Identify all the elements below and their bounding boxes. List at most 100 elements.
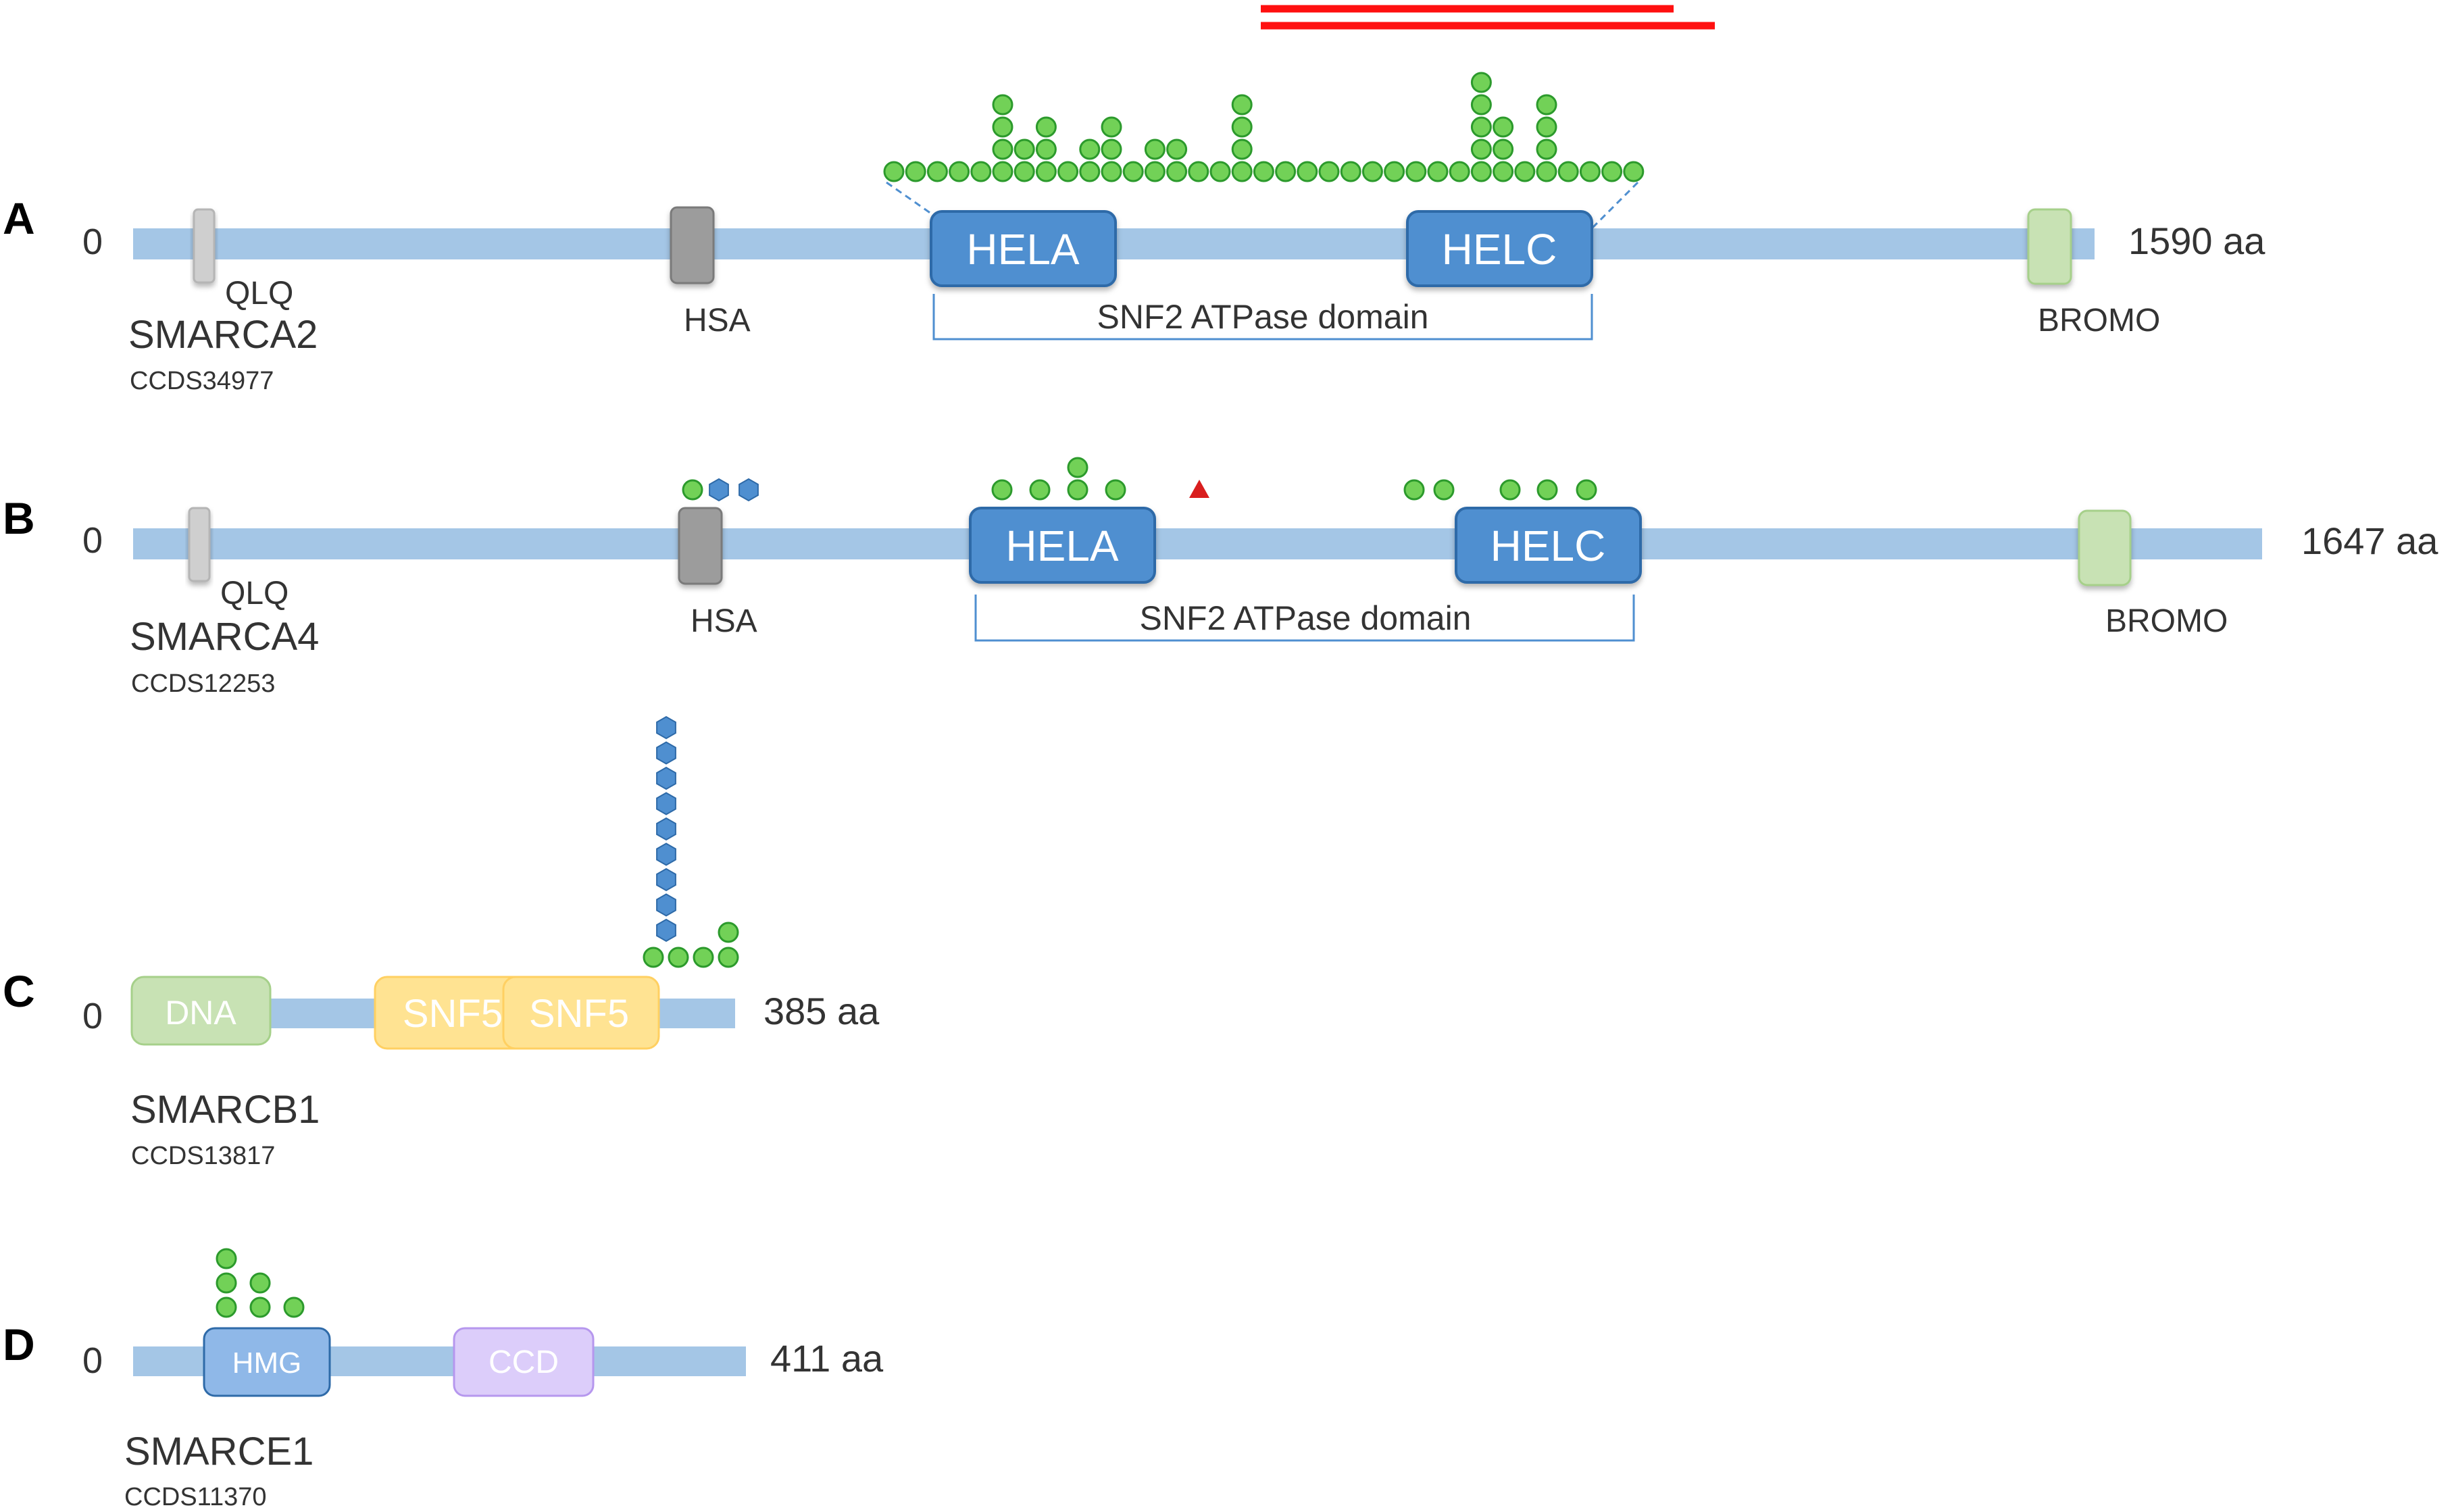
mutation-circle-icon: [1493, 116, 1514, 138]
gene-name: SMARCE1: [124, 1430, 314, 1473]
mutation-circle-icon: [693, 947, 714, 968]
length-label: 385 aa: [763, 990, 880, 1032]
bromo-label: BROMO: [2038, 303, 2160, 338]
mutation-circle-icon: [1601, 161, 1623, 182]
mutation-circle-icon: [1101, 161, 1122, 182]
mutation-circle-icon: [718, 947, 739, 968]
mutation-hexagon-icon: [709, 478, 729, 502]
mutation-hexagon-icon: [656, 817, 676, 841]
panel-letter: B: [3, 493, 35, 543]
mutation-circle-icon: [1253, 161, 1274, 182]
mutation-hexagon-icon: [738, 478, 759, 502]
mutation-circle-icon: [216, 1248, 237, 1269]
mutation-circle-icon: [1079, 138, 1101, 160]
mutation-circle-icon: [1579, 161, 1601, 182]
mutation-circle-icon: [1499, 479, 1521, 501]
hela-label: HELA: [1005, 522, 1119, 570]
bromo-label: BROMO: [2105, 603, 2228, 639]
ccds-id: CCDS11370: [124, 1483, 267, 1511]
mutation-circle-icon: [216, 1272, 237, 1294]
hsa-domain: [678, 507, 723, 585]
mutation-circle-icon: [1449, 161, 1470, 182]
bromo-domain: [2027, 208, 2072, 285]
mutation-circle-icon: [992, 138, 1013, 160]
mutation-circle-icon: [1405, 161, 1427, 182]
mutation-circle-icon: [216, 1296, 237, 1318]
hsa-label: HSA: [684, 303, 751, 338]
mutation-circle-icon: [1144, 138, 1166, 160]
mutation-circle-icon: [992, 116, 1013, 138]
qlq-label: QLQ: [220, 576, 289, 611]
mutation-circle-icon: [1166, 138, 1188, 160]
qlq-domain: [193, 208, 216, 284]
mutation-circle-icon: [1536, 479, 1558, 501]
mutation-circle-icon: [1470, 161, 1492, 182]
snf2-bracket-label: SNF2 ATPase domain: [1097, 298, 1429, 336]
mutation-circle-icon: [1536, 116, 1557, 138]
length-label: 1647 aa: [2301, 520, 2438, 562]
ccds-id: CCDS12253: [131, 670, 275, 698]
snf2-bracket: [974, 595, 1635, 642]
hsa-label: HSA: [691, 603, 757, 639]
gene-name: SMARCB1: [130, 1088, 320, 1132]
mutation-circle-icon: [1433, 479, 1455, 501]
mutation-circle-icon: [668, 947, 689, 968]
mutation-circle-icon: [718, 922, 739, 943]
mutation-circle-icon: [682, 479, 703, 501]
mutation-hexagon-icon: [656, 741, 676, 765]
mutation-circle-icon: [1403, 479, 1425, 501]
mutation-stacks-a: [883, 72, 1645, 182]
ccd-label: CCD: [489, 1344, 559, 1380]
snf2-bracket: [932, 294, 1593, 341]
mutation-circle-icon: [970, 161, 992, 182]
ccds-id: CCDS34977: [130, 367, 274, 395]
qlq-domain: [188, 507, 211, 582]
truncation-triangle-icon: [1189, 480, 1209, 498]
mutation-circle-icon: [1470, 72, 1492, 93]
ccd-domain: [453, 1327, 595, 1397]
mutation-circle-icon: [1188, 161, 1209, 182]
snf5-label-2: SNF5: [529, 992, 629, 1036]
hela-domain: [930, 210, 1117, 287]
mutation-circle-icon: [1384, 161, 1405, 182]
mutation-circle-icon: [1067, 457, 1088, 478]
protein-backbone: [133, 528, 2262, 559]
panel-b: B 0 QLQ HSA HELA HELC SNF2 ATPase domain…: [3, 457, 2438, 698]
hsa-domain: [670, 206, 715, 284]
mutation-hexagon-icon: [656, 893, 676, 917]
hela-domain: [969, 507, 1156, 584]
mutation-stacks-c: [643, 715, 739, 968]
panel-c: C 0 DNA SNF5 SNF5 385 aa SMARCB1 CCDS138…: [3, 715, 880, 1170]
zoom-line-left: [886, 181, 932, 215]
dna-domain: [130, 976, 272, 1046]
mutation-circle-icon: [1166, 161, 1188, 182]
mutation-circle-icon: [1231, 138, 1253, 160]
mutation-hexagon-icon: [656, 766, 676, 790]
mutation-circle-icon: [1013, 138, 1035, 160]
helc-label: HELC: [1442, 225, 1557, 274]
mutation-circle-icon: [949, 161, 970, 182]
mutation-circle-icon: [1035, 138, 1057, 160]
mutation-circle-icon: [905, 161, 926, 182]
mutation-hexagon-icon: [656, 792, 676, 815]
mutation-circle-icon: [1470, 94, 1492, 116]
hmg-domain: [203, 1327, 331, 1397]
mutation-circle-icon: [1576, 479, 1597, 501]
mutation-circle-icon: [283, 1296, 305, 1318]
length-label: 1590 aa: [2128, 220, 2265, 262]
mutation-circle-icon: [883, 161, 905, 182]
mutation-circle-icon: [1275, 161, 1297, 182]
helc-domain: [1455, 507, 1642, 584]
length-label: 411 aa: [770, 1337, 884, 1380]
mutation-circle-icon: [1035, 161, 1057, 182]
start-label: 0: [82, 222, 103, 262]
mutation-circle-icon: [991, 479, 1013, 501]
mutation-circle-icon: [1144, 161, 1166, 182]
mutation-circle-icon: [1623, 161, 1645, 182]
panel-a: A 0 QLQ HSA HELA HELC SNF2 ATPase domain…: [3, 72, 2265, 395]
mutation-hexagon-icon: [656, 715, 676, 740]
mutation-circle-icon: [1493, 138, 1514, 160]
start-label: 0: [82, 1340, 103, 1381]
mutation-circle-icon: [1493, 161, 1514, 182]
